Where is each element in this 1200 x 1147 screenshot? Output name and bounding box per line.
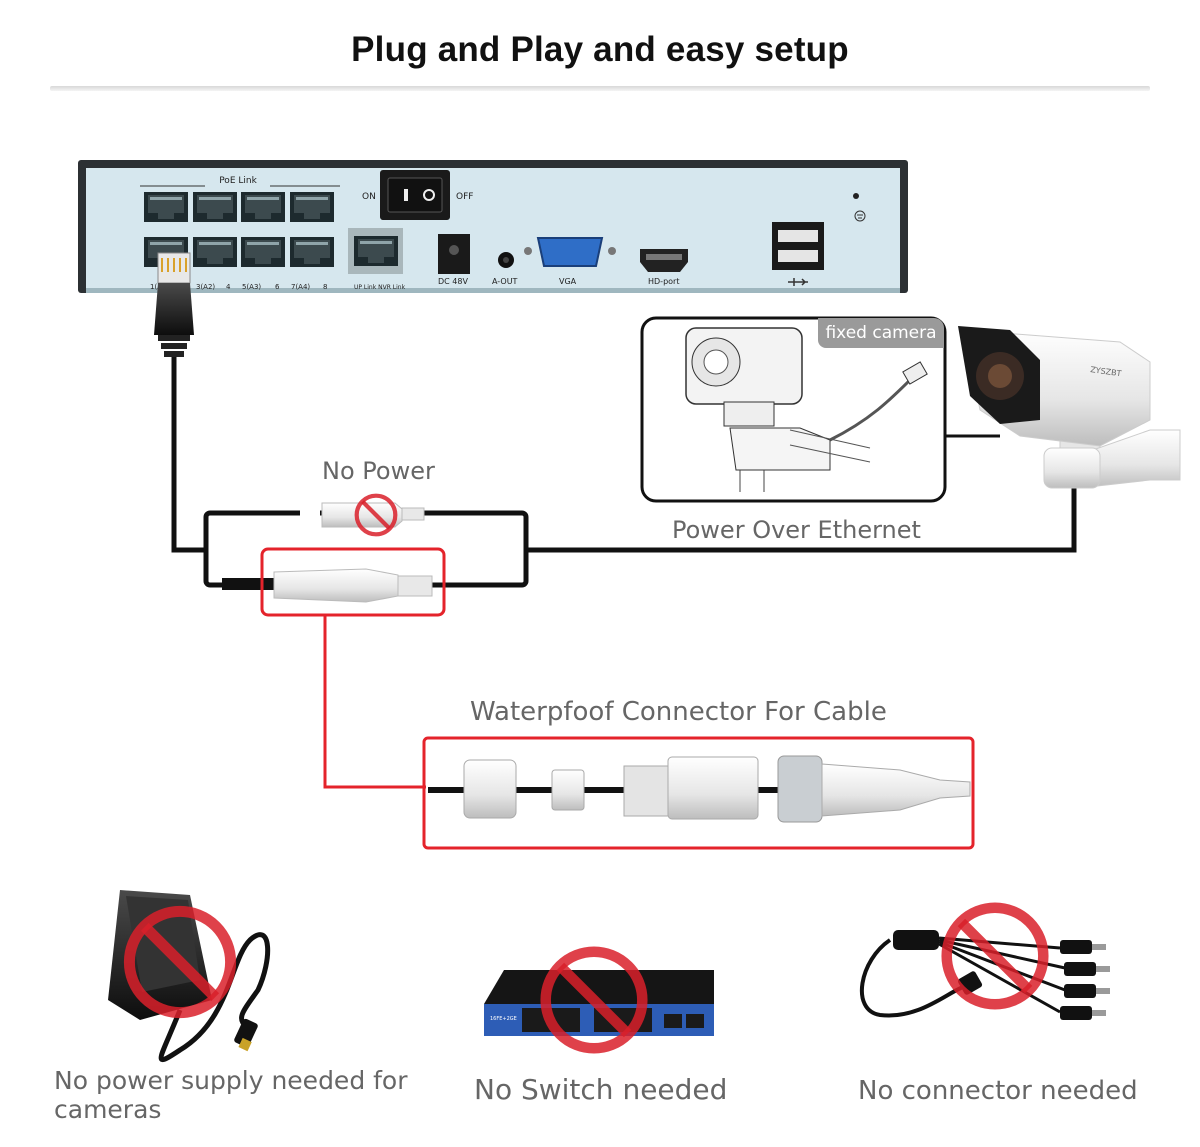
no-power-label: No Power (322, 457, 435, 485)
rj45-port-icon[interactable] (290, 237, 334, 267)
camera-brand-label: ZYSZBT (1090, 365, 1122, 378)
highlight-box (422, 736, 975, 850)
power-over-ethernet-label: Power Over Ethernet (672, 516, 921, 544)
switch-on-label: ON (362, 192, 376, 202)
ground-icon (854, 210, 866, 222)
poe-link-label: PoE Link (219, 176, 257, 186)
no-switch-label: No Switch needed (474, 1073, 728, 1106)
splitter-cable (860, 908, 1110, 1020)
no-connector-label: No connector needed (858, 1076, 1138, 1106)
port-number: 4 (226, 283, 231, 291)
rj45-port-icon[interactable] (144, 192, 188, 222)
port-number: 5(A3) (242, 283, 261, 291)
vga-icon[interactable]: VGA (524, 237, 616, 286)
rj45-port-icon[interactable] (290, 192, 334, 222)
switch-model-label: 16FE+2GE (490, 1016, 517, 1022)
fixed-camera-diagram (640, 316, 947, 503)
rj45-cable-plug (154, 252, 194, 357)
rj45-port-icon[interactable] (241, 192, 285, 222)
no-power-supply-label: No power supply needed for cameras (54, 1066, 408, 1124)
waterproof-connector-detail (428, 755, 971, 823)
port-number: 8 (323, 283, 327, 291)
audio-out-jack[interactable]: A-OUT (492, 252, 518, 286)
fixed-camera-label: fixed camera (818, 318, 944, 348)
power-adapter (108, 890, 271, 1062)
uplink-port-icon[interactable] (354, 236, 398, 266)
highlight-box (260, 547, 446, 617)
port-number: 3(A2) (196, 283, 215, 291)
aout-label: A-OUT (492, 277, 518, 286)
network-switch: 16FE+2GE (484, 952, 714, 1049)
dc-connector (300, 496, 425, 535)
waterproof-connector (222, 568, 433, 603)
vga-label: VGA (559, 277, 577, 286)
status-led (853, 193, 859, 199)
waterproof-connector-label: Waterpfoof Connector For Cable (470, 697, 887, 727)
dc-label: DC 48V (438, 277, 468, 286)
rj45-port-icon[interactable] (193, 237, 237, 267)
hdport-label: HD-port (648, 277, 679, 286)
uplink-label: UP Link NVR Link (354, 284, 406, 291)
hdmi-icon[interactable]: HD-port (640, 249, 688, 286)
rj45-port-icon[interactable] (241, 237, 285, 267)
dc-power-jack[interactable]: DC 48V (438, 234, 470, 286)
title-divider (50, 86, 1150, 91)
page-title: Plug and Play and easy setup (351, 30, 849, 69)
usb-icon[interactable] (772, 222, 824, 286)
bullet-camera: ZYSZBT (958, 326, 1181, 489)
switch-off-label: OFF (456, 192, 473, 202)
port-number: 6 (275, 283, 280, 291)
callout-line (323, 615, 426, 789)
rj45-port-icon[interactable] (193, 192, 237, 222)
port-number: 7(A4) (291, 283, 310, 291)
nvr-back-panel: PoE Link 1(A1) 2 3(A2) 4 5(A3) 6 7(A4) 8… (78, 160, 908, 293)
power-switch[interactable]: ON OFF (362, 170, 473, 220)
